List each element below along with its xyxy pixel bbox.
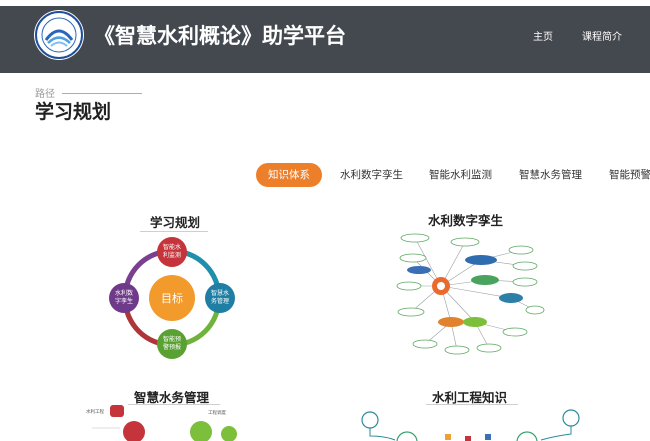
svg-text:智能预: 智能预: [163, 335, 181, 343]
header-top-strip: [0, 0, 650, 6]
building-icon: [110, 405, 124, 417]
app-title: 《智慧水利概论》助学平台: [94, 24, 346, 48]
tab-smart-warning[interactable]: 智能预警: [609, 169, 650, 181]
tab-knowledge-system[interactable]: 知识体系: [256, 163, 322, 187]
breadcrumb-label: 路径: [35, 89, 55, 100]
node-warning: [157, 329, 187, 359]
svg-text:智能水: 智能水: [163, 243, 181, 251]
top-header: 《智慧水利概论》助学平台 主页 课程简介: [0, 0, 650, 73]
svg-text:智慧水: 智慧水: [211, 289, 229, 297]
svg-text:水利工程: 水利工程: [86, 408, 104, 415]
goal-label: 目标: [161, 291, 183, 305]
study-plan-diagram[interactable]: 目标 智能水 利监测 智慧水 务管理 智能预 警预报 水利数 字孪生: [100, 233, 245, 363]
card-title-water-management: 智慧水务管理: [134, 390, 210, 405]
svg-text:水利数: 水利数: [115, 289, 133, 297]
university-logo[interactable]: [34, 10, 84, 60]
digital-twin-mindmap[interactable]: [385, 228, 545, 358]
svg-text:警预报: 警预报: [163, 343, 181, 351]
tab-smart-monitoring[interactable]: 智能水利监测: [429, 169, 492, 181]
card-title-study-plan: 学习规划: [150, 215, 201, 230]
page-title: 学习规划: [35, 101, 112, 123]
nav-home[interactable]: 主页: [533, 32, 553, 43]
card-title-underline: [140, 231, 208, 232]
node-management: [205, 283, 235, 313]
water-management-diagram[interactable]: 水利工程 工程调度: [80, 402, 250, 441]
logo-emblem-icon: [35, 11, 83, 59]
goal-center-node: [149, 275, 195, 321]
card-title-engineering-knowledge: 水利工程知识: [432, 390, 508, 405]
tab-water-management[interactable]: 智慧水务管理: [519, 169, 582, 181]
card-title-underline: [128, 404, 220, 405]
node-monitoring: [157, 237, 187, 267]
svg-text:工程调度: 工程调度: [208, 409, 226, 416]
breadcrumb-divider: [62, 93, 142, 94]
card-title-underline: [426, 404, 518, 405]
nav-course-intro[interactable]: 课程简介: [582, 32, 622, 43]
svg-text:务管理: 务管理: [211, 297, 229, 305]
tab-digital-twin[interactable]: 水利数字孪生: [340, 169, 403, 181]
svg-text:利监测: 利监测: [163, 251, 181, 259]
node-digital-twin: [109, 283, 139, 313]
svg-text:字孪生: 字孪生: [115, 297, 133, 305]
card-title-digital-twin: 水利数字孪生: [428, 213, 504, 228]
engineering-knowledge-diagram[interactable]: [355, 404, 585, 441]
